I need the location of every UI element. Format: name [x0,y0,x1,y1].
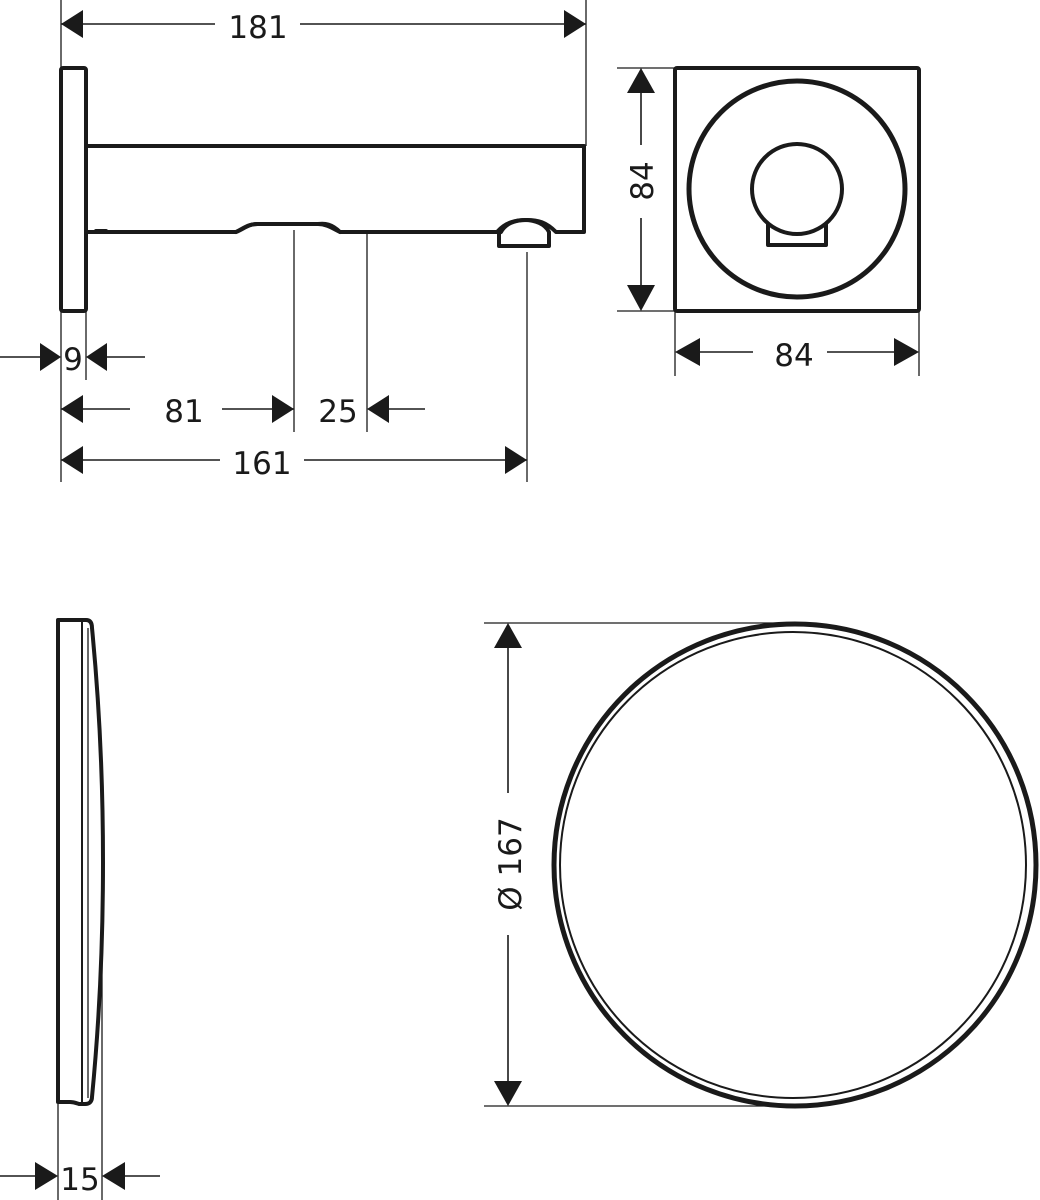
dimension-to-outlet: 161 [61,446,527,482]
round-plate-side-view: 15 [0,618,160,1200]
dimension-diameter: Ø 167 [493,623,529,1106]
square-plate [673,66,921,313]
dimension-height: 84 [625,68,661,311]
dimension-overall-length: 181 [61,10,586,46]
dimension-plate-thickness: 9 [0,342,145,378]
label-9: 9 [63,342,83,378]
sensor-window [234,222,342,234]
label-15: 15 [60,1162,99,1198]
label-161: 161 [232,446,291,482]
spout-side-view: 181 9 81 25 16 [0,0,587,482]
label-84-height: 84 [625,161,661,200]
dimension-sensor-width: 25 [318,394,425,430]
label-diameter-167: Ø 167 [493,817,529,910]
spout-circle [686,78,908,300]
outer-plate-circle [551,621,1039,1109]
spout-front-view: 84 84 [617,66,921,376]
inner-plate-circle [559,631,1027,1099]
outlet-nozzle [497,218,551,248]
label-181: 181 [228,10,287,46]
dimension-plate-depth: 15 [0,1162,160,1198]
label-81: 81 [164,394,203,430]
dimension-width: 84 [675,338,919,374]
outlet-bracket [766,222,828,247]
label-25: 25 [318,394,357,430]
outlet-circle [750,142,844,236]
label-84-width: 84 [774,338,813,374]
round-plate-front-view: Ø 167 [484,621,1039,1109]
dimension-to-sensor: 81 [61,394,294,430]
wall-plate-side [59,66,88,313]
